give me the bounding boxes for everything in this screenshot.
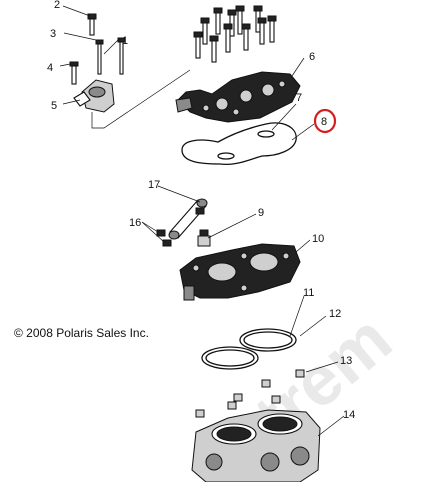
cylinder-head	[179, 243, 301, 301]
callout-13: 13	[340, 355, 352, 367]
thermostat-housing	[69, 13, 191, 129]
cylinder-block	[191, 409, 321, 482]
callout-1: 1	[122, 35, 128, 47]
head-gasket	[181, 122, 297, 166]
callout-5: 5	[51, 100, 57, 112]
callout-10: 10	[312, 233, 324, 245]
callout-6: 6	[309, 51, 315, 63]
callout-11: 11	[303, 287, 314, 299]
nuts	[195, 369, 305, 418]
callout-8-highlight	[313, 108, 337, 134]
callout-16: 16	[129, 217, 141, 229]
screws	[156, 229, 172, 247]
water-pipe	[168, 198, 208, 240]
callouts: 2 3 1 4 5 6 7 8 17 16 9 10 11 12 13 14	[47, 0, 355, 421]
head-cover	[175, 71, 301, 123]
callout-17: 17	[148, 179, 160, 191]
fitting	[197, 229, 211, 247]
callout-14: 14	[343, 409, 355, 421]
o-rings	[201, 328, 297, 370]
callout-12: 12	[329, 308, 341, 320]
callout-9: 9	[258, 207, 264, 219]
callout-3: 3	[50, 28, 56, 40]
head-bolts	[193, 5, 277, 63]
callout-8: 8	[321, 116, 327, 128]
callout-4: 4	[47, 62, 53, 74]
callout-2: 2	[54, 0, 60, 11]
callout-7: 7	[296, 92, 302, 104]
leader-lines	[59, 5, 345, 437]
copyright-text: © 2008 Polaris Sales Inc.	[14, 326, 149, 340]
